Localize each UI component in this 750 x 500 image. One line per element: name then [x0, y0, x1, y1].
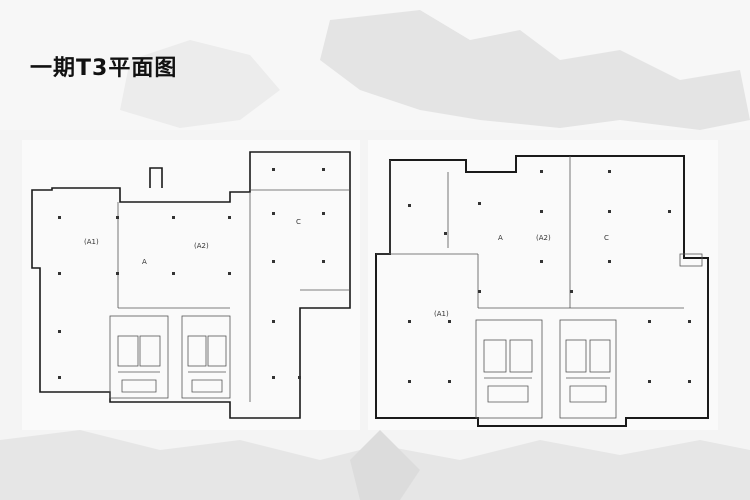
label-a: A [498, 234, 503, 242]
label-a1-tag: (A1) [84, 238, 99, 246]
floor-plan-left-drawing: (A1) (A2) A C [31, 151, 351, 419]
floor-plan-right: A (A2) C (A1) [368, 140, 718, 430]
label-a: A [142, 258, 147, 266]
core-left-2 [181, 315, 231, 399]
top-notch [149, 167, 163, 188]
label-c: C [296, 218, 301, 226]
outer-wall-east-block [375, 155, 709, 427]
core-left-1 [109, 315, 169, 399]
floor-plan-left: (A1) (A2) A C [22, 140, 360, 430]
core-right-2 [559, 319, 617, 419]
label-a2-tag: (A2) [536, 234, 551, 242]
label-a1-tag: (A1) [434, 310, 449, 318]
outer-wall-west-wing [31, 151, 351, 419]
label-a2-tag: (A2) [194, 242, 209, 250]
core-right-1 [475, 319, 543, 419]
page-title: 一期T3平面图 [30, 56, 178, 81]
floor-plan-right-drawing: A (A2) C (A1) [375, 155, 709, 427]
label-c: C [604, 234, 609, 242]
